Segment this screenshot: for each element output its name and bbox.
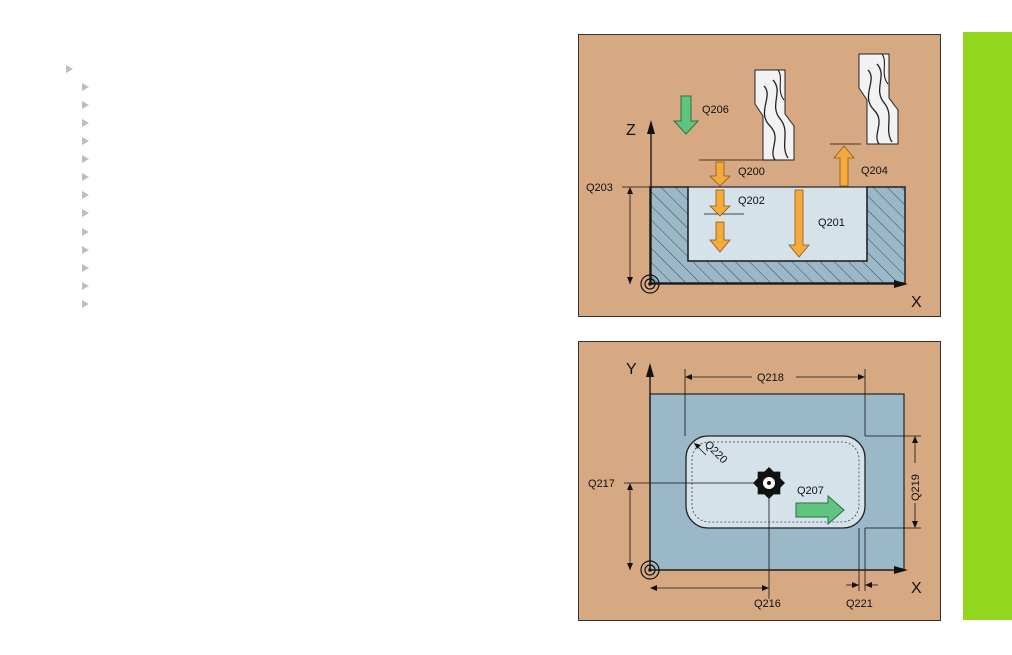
bullet-icon — [82, 155, 89, 163]
label-q206: Q206 — [702, 104, 729, 116]
label-q218: Q218 — [757, 372, 784, 384]
bullet-icon — [82, 264, 89, 272]
top-view-diagram: Y X Q218 Q219 Q220 Q217 Q216 Q221 — [578, 341, 941, 621]
axis-z-label: Z — [626, 122, 636, 139]
label-q200: Q200 — [738, 166, 765, 178]
bullet-icon — [66, 65, 73, 73]
label-q221: Q221 — [846, 598, 873, 610]
bullet-icon — [82, 83, 89, 91]
axis-y-label: Y — [626, 361, 637, 378]
bullet-icon — [82, 119, 89, 127]
bullet-icon — [82, 173, 89, 181]
bullet-icon — [82, 300, 89, 308]
bullet-icon — [82, 228, 89, 236]
end-mill-icon — [754, 69, 795, 161]
axis-x-label: X — [911, 294, 922, 311]
bullet-icon — [82, 101, 89, 109]
bullet-icon — [82, 191, 89, 199]
end-mill-icon — [858, 53, 899, 145]
bullet-icon — [82, 209, 89, 217]
bullet-icon — [82, 246, 89, 254]
bullet-icon — [82, 282, 89, 290]
chapter-sidebar-bar — [963, 32, 1012, 620]
label-q204: Q204 — [861, 165, 888, 177]
axis-x-label: X — [911, 580, 922, 597]
label-q217: Q217 — [588, 478, 615, 490]
label-q203: Q203 — [586, 182, 613, 194]
label-q201: Q201 — [818, 217, 845, 229]
label-q219: Q219 — [910, 474, 922, 501]
milling-cutter-icon — [753, 467, 785, 499]
label-q202: Q202 — [738, 195, 765, 207]
label-q207: Q207 — [797, 485, 824, 497]
bullet-icon — [82, 137, 89, 145]
side-view-diagram: Z X Q203 Q206 Q200 Q202 Q201 Q204 — [578, 34, 941, 317]
label-q216: Q216 — [754, 598, 781, 610]
